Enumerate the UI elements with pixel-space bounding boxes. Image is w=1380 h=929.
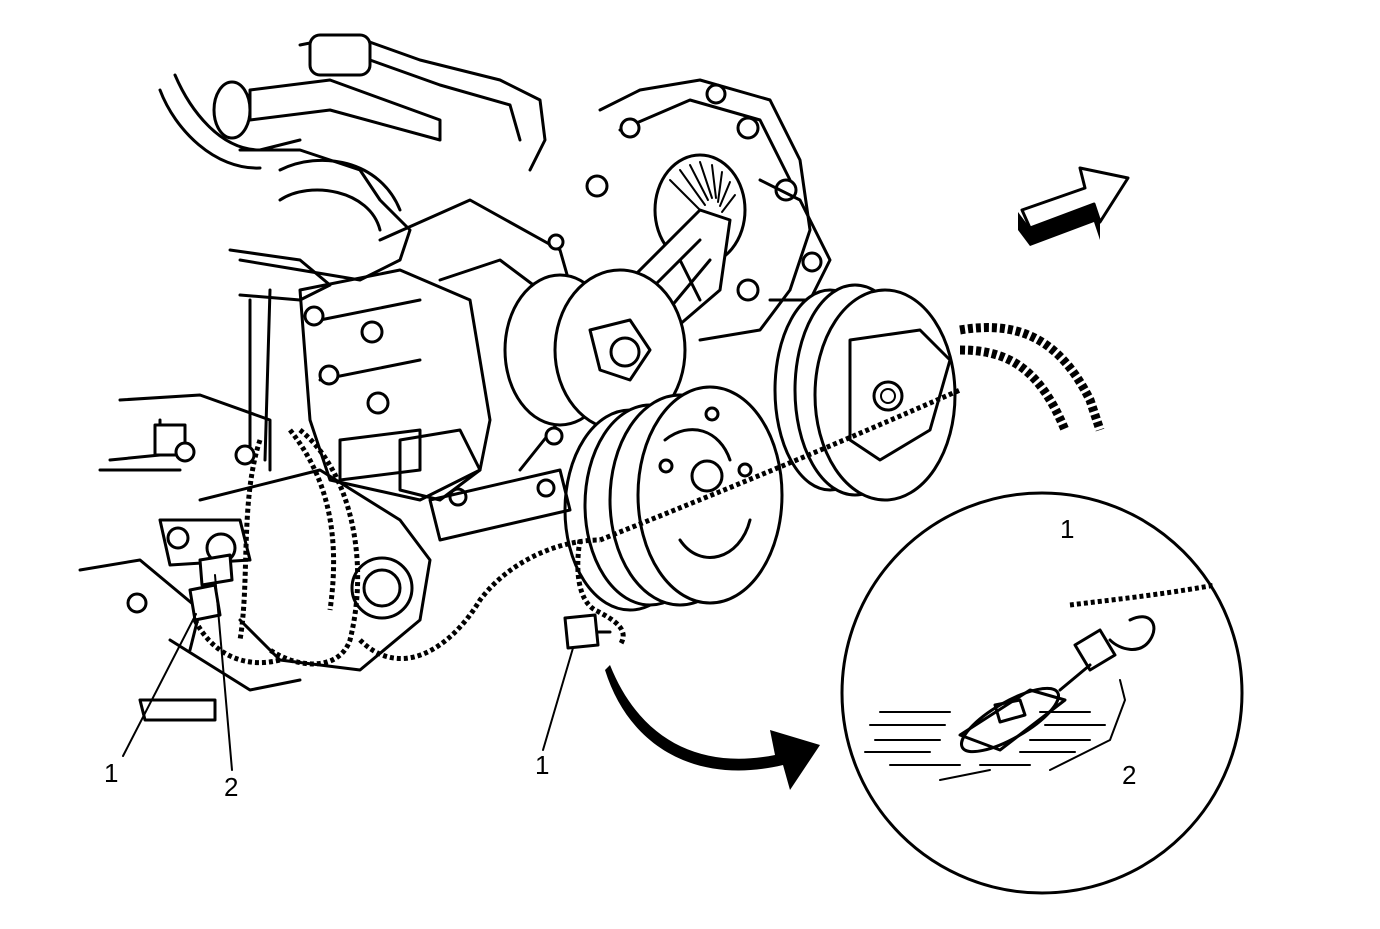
- callout-inset-1: 1: [1060, 514, 1074, 544]
- callout-center-1: 1: [535, 750, 549, 780]
- crankshaft-pulley: [563, 385, 784, 612]
- forward-direction-arrow-icon: [1018, 166, 1130, 246]
- main-wiring-harness: [959, 323, 1105, 432]
- lower-engine-area: [78, 305, 962, 722]
- tensioner-pulley: [503, 268, 687, 432]
- detail-inset: [840, 491, 1244, 895]
- ac-compressor-pulley: [773, 283, 957, 502]
- engine-block: [158, 33, 832, 507]
- callout-left-2: 2: [224, 772, 238, 802]
- curved-detail-arrow-icon: [605, 665, 820, 790]
- callout-left-1: 1: [104, 758, 118, 788]
- callout-inset-2: 2: [1122, 760, 1136, 790]
- callout-labels: 1 2 1 1 2: [104, 514, 1136, 802]
